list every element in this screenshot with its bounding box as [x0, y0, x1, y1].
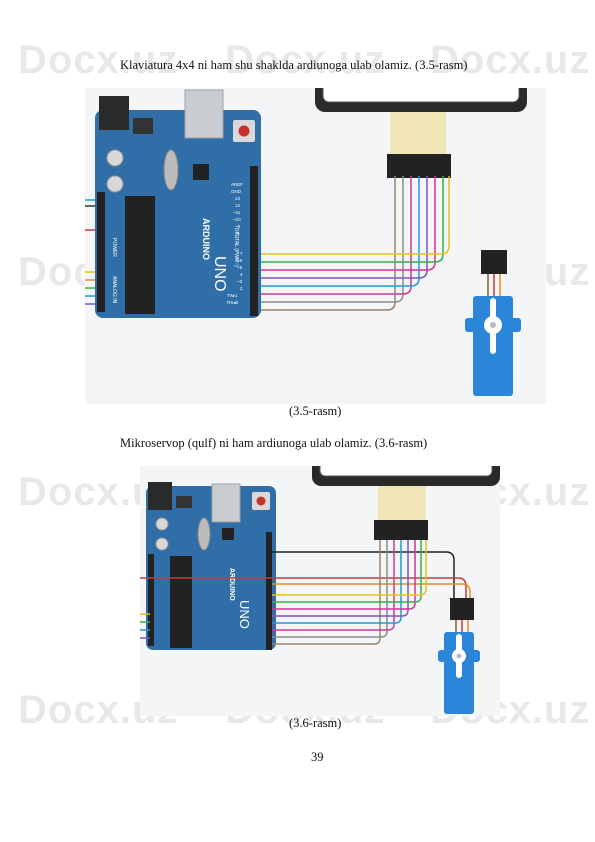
keypad-wires: [261, 176, 450, 311]
figure-caption: (3.6-rasm): [289, 716, 342, 730]
board-model: UNO: [237, 600, 252, 629]
pin-label: GND: [231, 189, 242, 194]
keypad-wires: [272, 540, 427, 645]
paragraph-text: Klaviatura 4x4 ni ham shu shaklda ardiun…: [120, 58, 468, 72]
power-label: POWER: [111, 238, 117, 257]
arduino-board: ARDUINO UNO: [146, 482, 276, 650]
left-edge-wires: [140, 613, 150, 639]
page-number: 39: [311, 750, 324, 764]
board-brand: ARDUINO: [228, 568, 235, 601]
pin-label: 8: [237, 231, 240, 236]
paragraph-text: Mikroservop (qulf) ni ham ardiunoga ulab…: [120, 436, 428, 450]
digital-label: DIGITAL (PWM~): [233, 228, 239, 267]
pin-label: ~3: [237, 279, 243, 284]
analog-label: ANALOG IN: [111, 276, 117, 304]
pin-label: TX▸1: [227, 293, 238, 298]
circuit-figure-keypad: ARDUINO UNO DIGITAL (PWM~) POWER ANALOG …: [85, 88, 546, 404]
servo-power-wires: [140, 551, 471, 600]
pin-label: ~11: [233, 210, 241, 215]
keypad: [312, 466, 500, 540]
pin-label: ~5: [237, 265, 243, 270]
circuit-figure-servo: ARDUINO UNO: [140, 466, 500, 716]
pin-label: 7: [240, 251, 243, 256]
keypad: [315, 88, 527, 178]
arduino-board: ARDUINO UNO DIGITAL (PWM~) POWER ANALOG …: [95, 89, 261, 318]
servo-motor: [438, 598, 480, 714]
pin-label: 12: [235, 203, 241, 208]
servo-motor: [465, 250, 521, 396]
pin-label: 2: [240, 286, 243, 291]
pin-label: AREF: [231, 182, 243, 187]
circuit-diagram-servo: ARDUINO UNO: [140, 466, 500, 714]
pin-label: 13: [235, 196, 241, 201]
pin-label: ~9: [235, 224, 241, 229]
board-brand: ARDUINO: [201, 218, 211, 260]
pin-label: ~10: [233, 217, 241, 222]
circuit-diagram-keypad: ARDUINO UNO DIGITAL (PWM~) POWER ANALOG …: [85, 88, 527, 396]
pin-label: ~6: [237, 258, 243, 263]
pin-label: RX◂0: [227, 300, 239, 305]
board-model: UNO: [211, 256, 228, 292]
pin-label: 4: [240, 272, 243, 277]
figure-caption: (3.5-rasm): [289, 404, 342, 418]
